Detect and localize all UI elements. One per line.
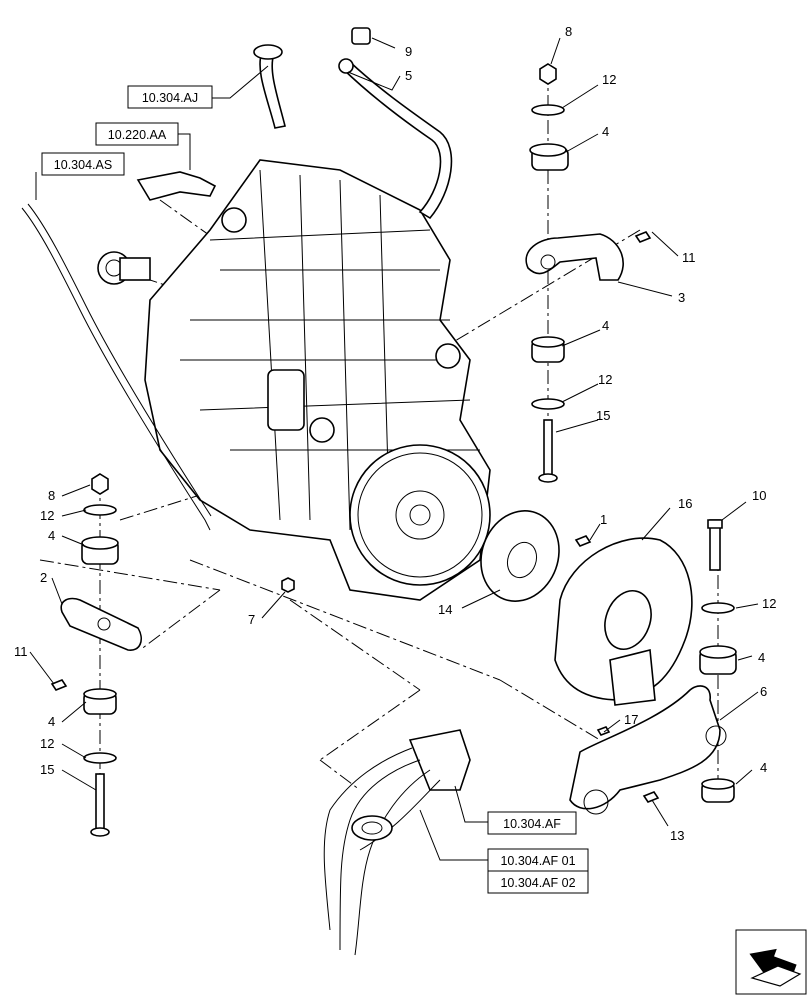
callout-label: 4 xyxy=(602,318,609,333)
left-mount-stack xyxy=(50,473,142,837)
callout-label: 4 xyxy=(602,124,609,139)
reference-box-af-01[interactable]: 10.304.AF 01 xyxy=(487,848,589,872)
callout-label: 10 xyxy=(752,488,766,503)
callout-label: 11 xyxy=(682,250,696,265)
reference-label: 10.220.AA xyxy=(108,128,167,142)
reference-box-af[interactable]: 10.304.AF xyxy=(487,811,577,835)
reference-label: 10.304.AS xyxy=(54,158,112,172)
callout-label: 12 xyxy=(598,372,612,387)
callout-label: 14 xyxy=(438,602,452,617)
callout-label: 6 xyxy=(760,684,767,699)
callout-label: 7 xyxy=(248,612,255,627)
reference-box-as[interactable]: 10.304.AS xyxy=(41,152,125,176)
callout-label: 12 xyxy=(40,736,54,751)
callout-label: 9 xyxy=(405,44,412,59)
callout-label: 4 xyxy=(48,714,55,729)
arrow-navigation-icon[interactable] xyxy=(735,929,807,995)
callout-label: 16 xyxy=(678,496,692,511)
reference-label: 10.304.AF xyxy=(503,817,561,831)
callout-label: 4 xyxy=(758,650,765,665)
callout-label: 8 xyxy=(48,488,55,503)
engine-block xyxy=(97,159,491,601)
callout-label: 12 xyxy=(40,508,54,523)
callout-label: 17 xyxy=(624,712,638,727)
callout-label: 4 xyxy=(48,528,55,543)
reference-label: 10.304.AF 01 xyxy=(500,854,575,868)
right-mount-stack xyxy=(525,63,652,483)
callout-numbers: 8 9 5 12 4 11 3 4 12 15 8 12 4 2 11 4 12… xyxy=(14,24,776,843)
callout-label: 15 xyxy=(40,762,54,777)
coupling-assembly xyxy=(281,510,737,815)
callout-label: 11 xyxy=(14,644,28,659)
bottom-hose-assembly xyxy=(323,729,471,956)
callout-label: 5 xyxy=(405,68,412,83)
reference-label: 10.304.AF 02 xyxy=(500,876,575,890)
leader-lines xyxy=(29,37,759,861)
callout-label: 4 xyxy=(760,760,767,775)
reference-box-af-02[interactable]: 10.304.AF 02 xyxy=(487,870,589,894)
callout-label: 13 xyxy=(670,828,684,843)
reference-box-aa[interactable]: 10.220.AA xyxy=(95,122,179,146)
callout-label: 1 xyxy=(600,512,607,527)
reference-label: 10.304.AJ xyxy=(142,91,198,105)
callout-label: 12 xyxy=(762,596,776,611)
callout-label: 12 xyxy=(602,72,616,87)
callout-label: 15 xyxy=(596,408,610,423)
hoses xyxy=(21,27,453,531)
callout-label: 3 xyxy=(678,290,685,305)
callout-label: 2 xyxy=(40,570,47,585)
reference-box-aj[interactable]: 10.304.AJ xyxy=(127,85,213,109)
callout-label: 8 xyxy=(565,24,572,39)
